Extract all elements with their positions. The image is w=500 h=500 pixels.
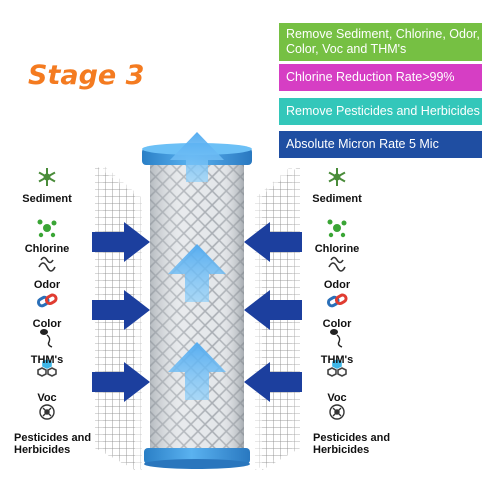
spray-bug-icon [329,404,345,420]
left-icons [36,168,58,420]
badge-micron-rate: Absolute Micron Rate 5 Mic [279,131,482,158]
left-inflow-arrows [92,222,150,402]
right-label-odor: Odor [323,279,351,291]
wavy-odor-icon [38,256,56,272]
right-arrow-3 [244,362,302,402]
left-label-sediment: Sediment [22,193,72,205]
hexagons-icon [37,359,57,377]
right-label-voc: Voc [327,392,347,404]
right-label-thms: THM's [320,354,354,366]
right-arrow-1 [244,222,302,262]
flow-arrow-middle [168,244,226,302]
badge-remove-sediment: Remove Sediment, Chlorine, Odor, Color, … [279,23,482,61]
sperm-shape-icon [330,329,343,348]
right-icons [326,168,348,420]
left-label-odor: Odor [33,279,61,291]
flow-arrow-bottom [168,342,226,400]
spray-bug-icon [39,404,55,420]
left-arrow-1 [92,222,150,262]
badge-chlorine-reduction: Chlorine Reduction Rate>99% [279,64,482,91]
chain-links-icon [36,293,58,308]
left-label-chlorine: Chlorine [24,243,70,255]
wavy-odor-icon [328,256,346,272]
left-label-pesticides: Pesticides and Herbicides [14,432,92,456]
molecule-icon [327,219,347,238]
left-arrow-2 [92,290,150,330]
right-label-color: Color [322,318,352,330]
stage-title: Stage 3 [28,60,145,91]
flow-arrow-top [170,132,224,182]
filter-cartridge [142,143,252,469]
left-label-thms: THM's [30,354,64,366]
right-inflow-arrows [244,222,302,402]
snowflake-icon [328,168,346,186]
right-label-sediment: Sediment [312,193,362,205]
left-label-color: Color [32,318,62,330]
right-arrow-2 [244,290,302,330]
snowflake-icon [38,168,56,186]
upward-flow-arrows [168,132,226,400]
left-label-voc: Voc [37,392,57,404]
hexagons-icon [327,359,347,377]
left-arrow-3 [92,362,150,402]
sperm-shape-icon [40,329,53,348]
molecule-icon [37,219,57,238]
badge-remove-pesticides: Remove Pesticides and Herbicides [279,98,482,125]
chain-links-icon [326,293,348,308]
right-label-chlorine: Chlorine [314,243,360,255]
right-label-pesticides: Pesticides and Herbicides [313,432,391,456]
